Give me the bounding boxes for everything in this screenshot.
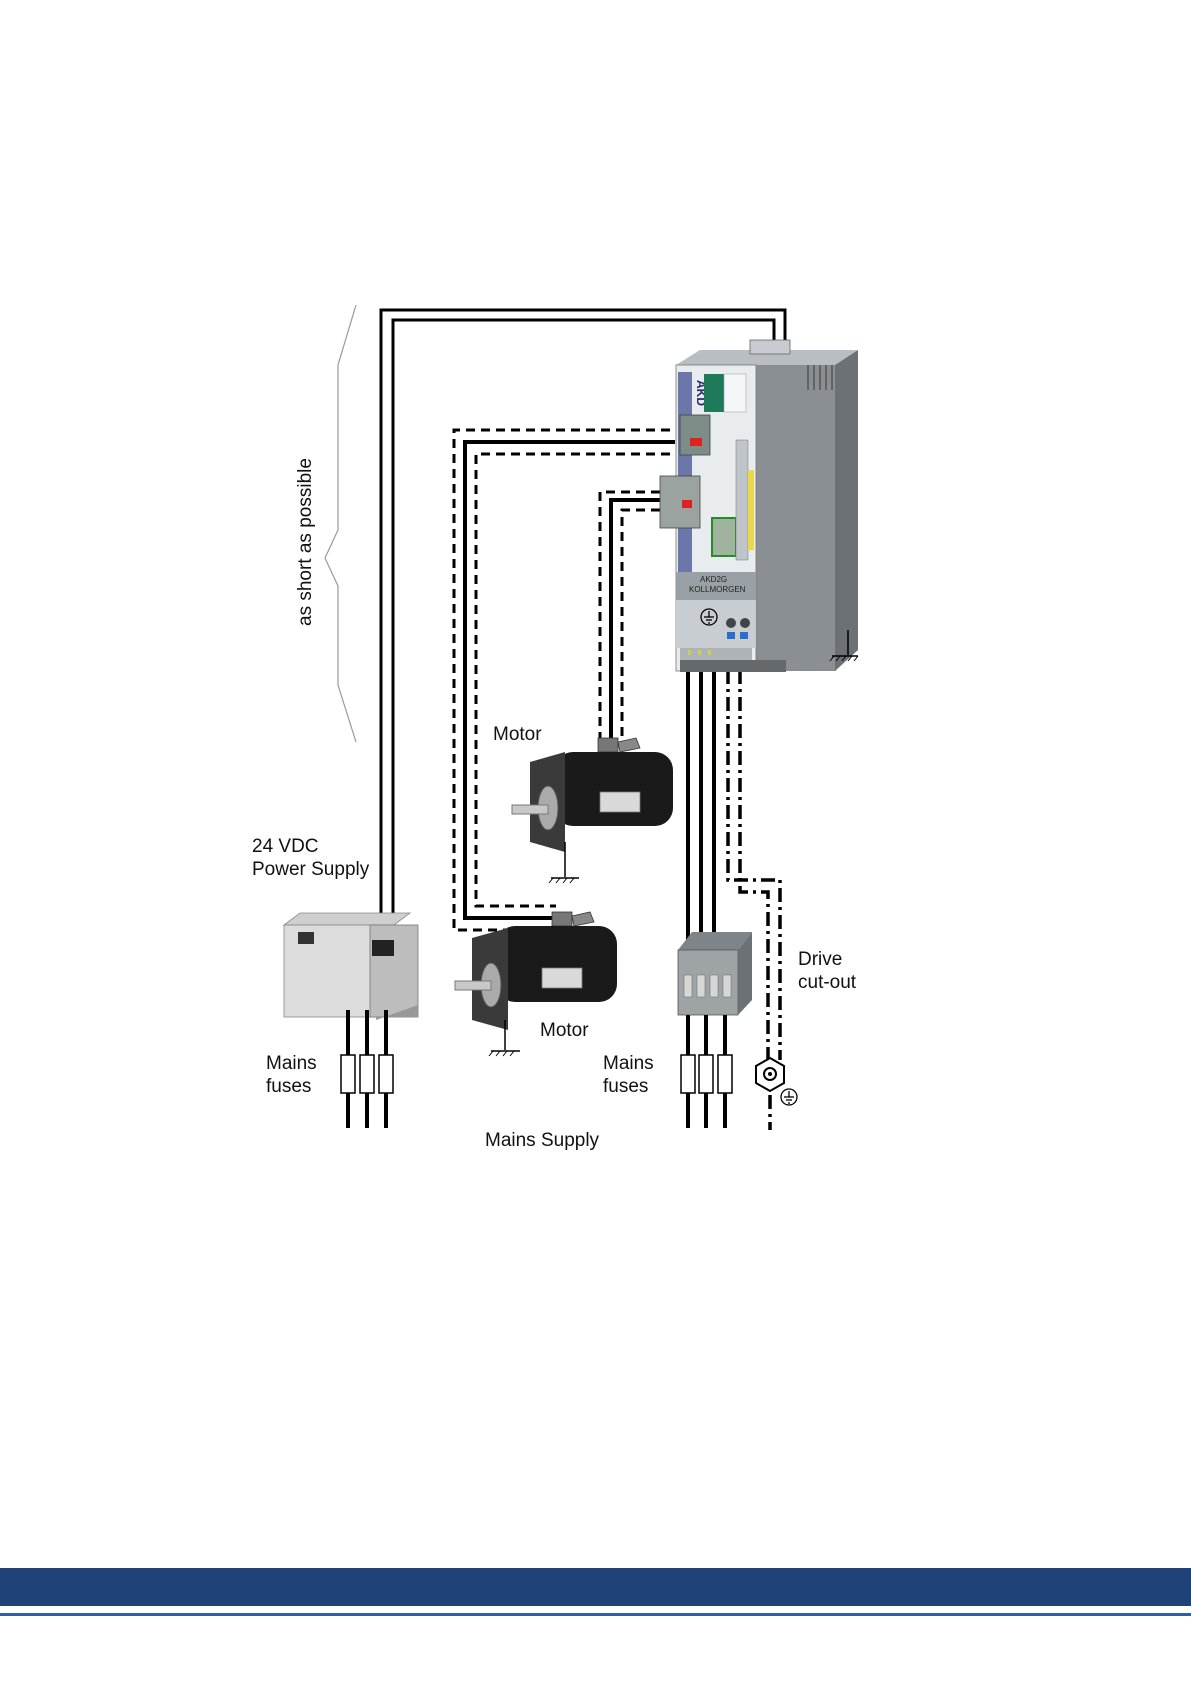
psu-label-line1: 24 VDC	[252, 836, 319, 857]
ground-icon	[549, 878, 579, 883]
mains-fuses-right-label-1: Mains	[603, 1053, 654, 1074]
motor-top	[512, 738, 673, 877]
contactor	[678, 932, 752, 1015]
length-brace	[325, 305, 356, 742]
power-supply-unit	[284, 913, 418, 1020]
motor1-power-cable	[611, 500, 665, 748]
motor-top-label: Motor	[493, 724, 542, 745]
motor-bottom-label: Motor	[540, 1020, 589, 1041]
mains-supply-label: Mains Supply	[485, 1130, 600, 1151]
drive-cutout-label-1: Drive	[798, 949, 842, 970]
motor1-shield-inner	[622, 510, 660, 748]
mains-fuses-left-label-1: Mains	[266, 1053, 317, 1074]
mains-fuses-right-label-2: fuses	[603, 1076, 648, 1097]
short-note-label: as short as possible	[295, 458, 316, 626]
device-maker-label: KOLLMORGEN	[689, 585, 746, 594]
servo-drive: AKD AKD2G KOLLMORGEN	[660, 340, 858, 672]
motor2-power-cable	[465, 442, 675, 918]
device-model-label: AKD2G	[700, 575, 727, 584]
footer-line	[0, 1613, 1191, 1616]
motor2-shield-inner	[476, 454, 670, 906]
ground-icon	[489, 1051, 520, 1056]
mains-fuses-left-label-2: fuses	[266, 1076, 311, 1097]
protective-earth-icon	[781, 1089, 797, 1105]
psu-label-line2: Power Supply	[252, 859, 370, 880]
mains-fuses-right	[681, 1055, 732, 1093]
footer-band	[0, 1568, 1191, 1606]
mains-fuses-left	[341, 1055, 393, 1093]
motor-bottom	[455, 912, 617, 1050]
motor2-shield-outer	[454, 430, 670, 930]
pe-terminal-icon	[756, 1058, 784, 1091]
drive-cutout-label-2: cut-out	[798, 972, 857, 993]
